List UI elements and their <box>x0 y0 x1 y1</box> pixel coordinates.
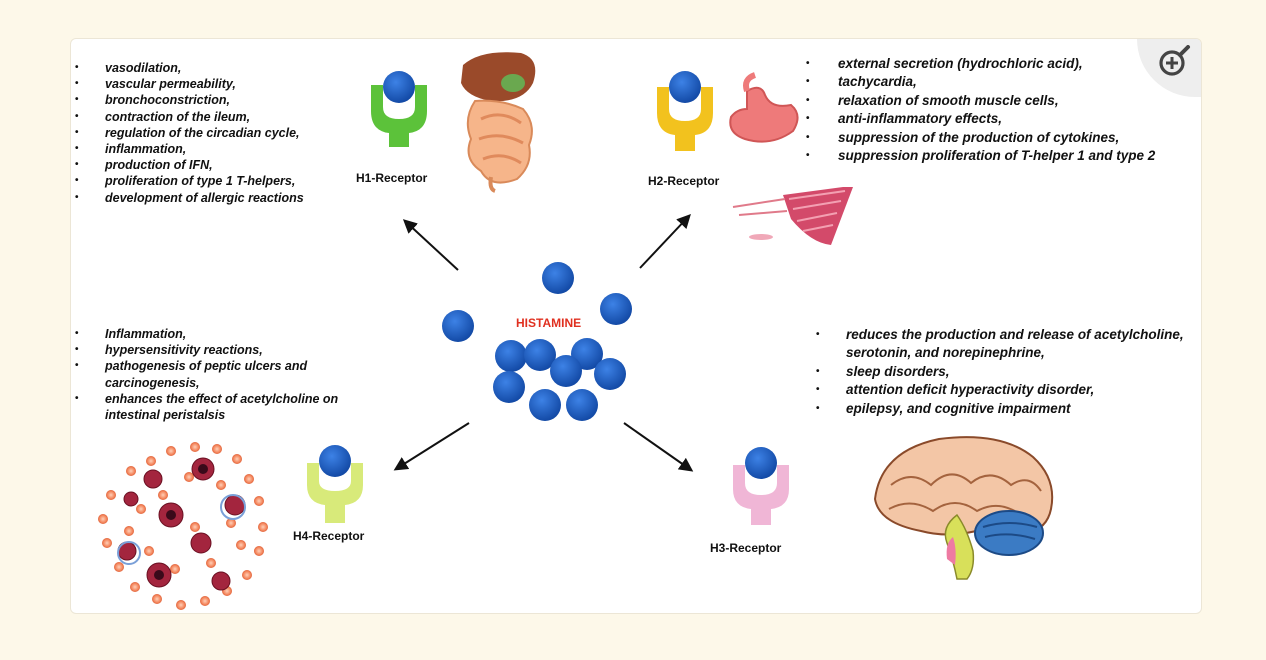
h1-receptor-label: H1-Receptor <box>356 171 428 185</box>
h4-effect: pathogenesis of peptic ulcers and carcin… <box>75 358 395 390</box>
h1-effect: bronchoconstriction, <box>75 92 395 108</box>
h2-receptor-icon <box>657 71 713 151</box>
histamine-molecule <box>594 358 626 390</box>
histamine-molecule <box>542 262 574 294</box>
h1-effect: development of allergic reactions <box>75 190 395 206</box>
blood-cells-image <box>97 427 269 610</box>
h3-effects-list: reduces the production and release of ac… <box>816 326 1196 418</box>
histamine-receptor-diagram <box>97 52 1054 610</box>
histamine-molecule <box>524 339 556 371</box>
h4-receptor-icon <box>307 445 363 523</box>
h4-effect: Inflammation, <box>75 326 395 342</box>
h1-effects-list: vasodilation, vascular permeability, bro… <box>75 60 395 206</box>
brain-image <box>873 436 1054 580</box>
h2-effect: anti-inflammatory effects, <box>806 110 1155 129</box>
zoom-in-icon <box>1159 45 1190 76</box>
h4-effect: hypersensitivity reactions, <box>75 342 395 358</box>
h2-effect: external secretion (hydrochloric acid), <box>806 55 1155 74</box>
h4-effects-list: Inflammation, hypersensitivity reactions… <box>75 326 395 423</box>
h2-effect: tachycardia, <box>806 73 1155 92</box>
histamine-molecule <box>550 355 582 387</box>
h2-effects-list: external secretion (hydrochloric acid), … <box>806 55 1155 166</box>
histamine-molecules <box>442 262 632 421</box>
arrow-to-h3 <box>623 422 694 472</box>
h3-receptor-label: H3-Receptor <box>710 541 782 555</box>
histamine-molecule <box>493 371 525 403</box>
digestive-organs-image <box>461 52 536 193</box>
h3-receptor-icon <box>733 447 789 525</box>
h1-effect: regulation of the circadian cycle, <box>75 125 395 141</box>
figure-card: vasodilation, vascular permeability, bro… <box>70 38 1202 614</box>
h1-effect: production of IFN, <box>75 157 395 173</box>
histamine-molecule <box>529 389 561 421</box>
arrow-to-h4 <box>393 422 470 471</box>
histamine-molecule <box>566 389 598 421</box>
h3-effect: attention deficit hyperactivity disorder… <box>816 381 1196 400</box>
h2-effect: suppression of the production of cytokin… <box>806 129 1155 148</box>
h1-effect: vascular permeability, <box>75 76 395 92</box>
h1-effect: vasodilation, <box>75 60 395 76</box>
histamine-molecule <box>495 340 527 372</box>
h2-effect: suppression proliferation of T-helper 1 … <box>806 147 1155 166</box>
h3-effect: epilepsy, and cognitive impairment <box>816 400 1196 419</box>
h4-effect: enhances the effect of acetylcholine on … <box>75 391 395 423</box>
histamine-molecule <box>442 310 474 342</box>
h2-effect: relaxation of smooth muscle cells, <box>806 92 1155 111</box>
h2-receptor-label: H2-Receptor <box>648 174 720 188</box>
h3-effect: sleep disorders, <box>816 363 1196 382</box>
stomach-image <box>729 72 799 143</box>
histamine-label: HISTAMINE <box>516 316 582 330</box>
arrow-to-h1 <box>402 219 459 271</box>
muscle-tissue-image <box>732 187 853 245</box>
h1-effect: inflammation, <box>75 141 395 157</box>
h4-receptor-label: H4-Receptor <box>293 529 365 543</box>
h1-effect: contraction of the ileum, <box>75 109 395 125</box>
histamine-molecule <box>600 293 632 325</box>
h3-effect: reduces the production and release of ac… <box>816 326 1196 363</box>
h1-effect: proliferation of type 1 T-helpers, <box>75 173 395 189</box>
arrow-to-h2 <box>639 213 691 269</box>
